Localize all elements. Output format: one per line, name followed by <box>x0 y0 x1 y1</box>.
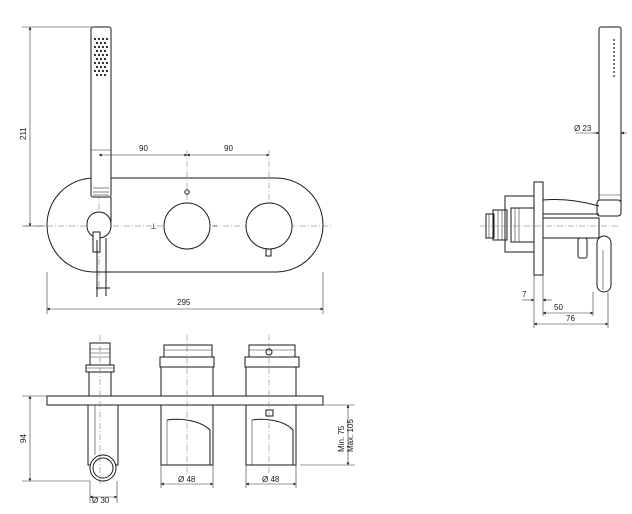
dim-76: 76 <box>566 314 575 323</box>
dim-max-105: Max. 105 <box>346 419 355 452</box>
bottom-view: 94 Min. 75 Max. 105 Ø 30 Ø 48 Ø 48 <box>19 335 355 505</box>
dim-94: 94 <box>19 434 28 443</box>
dim-90-right: 90 <box>224 144 233 153</box>
dim-211: 211 <box>19 127 28 140</box>
right-control-knob <box>245 202 293 250</box>
spray-nozzles <box>93 37 109 77</box>
dim-dia-48-left: Ø 48 <box>178 475 196 484</box>
side-plate <box>533 181 544 276</box>
hand-shower <box>90 26 112 198</box>
dim-90-left: 90 <box>139 144 148 153</box>
dim-min-75: Min. 75 <box>337 425 346 452</box>
dim-7: 7 <box>522 290 527 299</box>
dim-295: 295 <box>177 298 191 307</box>
dim-50: 50 <box>554 303 563 312</box>
left-knob-indicator <box>184 189 190 195</box>
dim-dia-23: Ø 23 <box>574 124 592 133</box>
front-view: ⊥ 211 <box>19 26 332 314</box>
dim-dia-30: Ø 30 <box>92 496 110 505</box>
svg-text:⊥: ⊥ <box>150 222 157 231</box>
dim-dia-48-right: Ø 48 <box>262 475 280 484</box>
left-control-knob <box>163 202 211 250</box>
side-view: Ø 23 7 50 76 <box>480 26 627 328</box>
cover-plate <box>46 177 324 273</box>
